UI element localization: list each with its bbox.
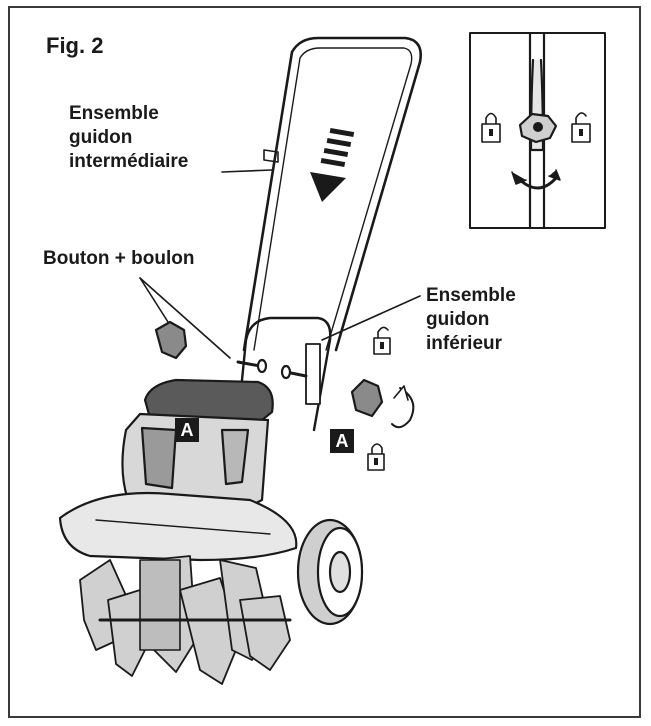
lock-closed-icon	[481, 112, 501, 143]
label-knob-bolt: Bouton + boulon	[43, 248, 195, 269]
label-line: Ensemble	[69, 103, 159, 124]
marker-a-badge: A	[330, 429, 354, 453]
figure-title: Fig. 2	[46, 33, 104, 58]
label-line: intermédiaire	[69, 150, 189, 172]
label-lower-handle: Ensemble guidon inférieur	[426, 284, 566, 355]
label-line: guidon	[69, 126, 133, 148]
inset-detail	[469, 31, 606, 230]
label-line: inférieur	[426, 332, 503, 354]
marker-a-badge: A	[175, 418, 199, 442]
label-mid-handle: Ensemble guidon intermédiaire	[69, 102, 239, 173]
knob-icon	[518, 112, 558, 144]
bolt-icon	[236, 358, 308, 380]
label-line: guidon	[426, 308, 490, 330]
lock-open-icon	[571, 112, 591, 143]
label-line: Ensemble	[426, 285, 516, 306]
